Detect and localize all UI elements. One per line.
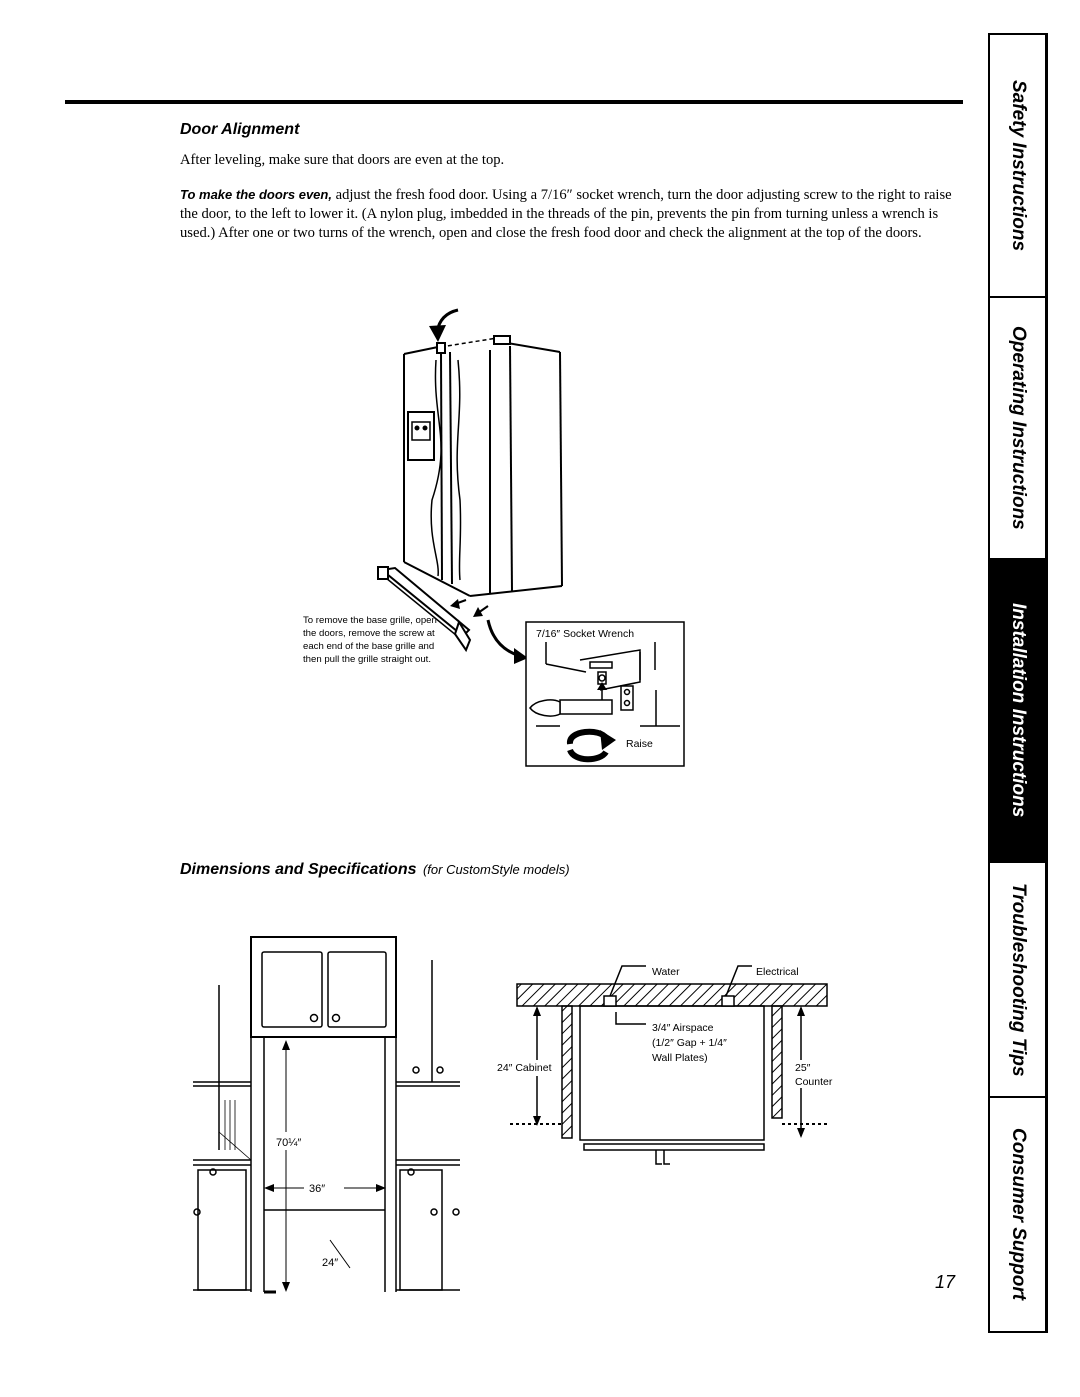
- cabinet-label: 24″ Cabinet: [497, 1062, 552, 1074]
- airspace-top-view-illustration: 24″ Cabinet Water Electrical 3/4″ Airspa…: [496, 965, 835, 1165]
- airspace-label-2: (1/2″ Gap + 1/4″: [652, 1037, 727, 1049]
- tab-operating-instructions[interactable]: Operating Instructions: [990, 298, 1046, 560]
- page-number: 17: [935, 1272, 956, 1292]
- dimensions-subtitle: (for CustomStyle models): [422, 862, 570, 877]
- depth-label: 24″: [322, 1257, 338, 1269]
- counter-label-1: 25″: [795, 1062, 811, 1074]
- tab-troubleshooting-tips[interactable]: Troubleshooting Tips: [990, 863, 1046, 1098]
- dimensions-title: Dimensions and Specifications: [180, 861, 417, 878]
- counter-label-2: Counter Top: [795, 1076, 835, 1088]
- tab-consumer-support[interactable]: Consumer Support: [990, 1098, 1046, 1331]
- instructions-lead: To make the doors even,: [180, 187, 332, 202]
- electrical-label: Electrical: [756, 966, 799, 978]
- cabinet-front-illustration: 70¼″ 36″ 24″: [193, 936, 460, 1294]
- tab-troubleshooting-label: Troubleshooting Tips: [1008, 882, 1029, 1077]
- tab-installation-instructions[interactable]: Installation Instructions: [990, 560, 1046, 863]
- instructions-body: adjust the fresh food door. Using a 7/16…: [180, 187, 952, 241]
- door-alignment-heading: Door Alignment: [180, 121, 300, 138]
- grille-caption: To remove the base grille, open the door…: [303, 615, 437, 665]
- height-label: 70¼″: [276, 1137, 301, 1149]
- raise-label: Raise: [626, 738, 653, 750]
- refrigerator-illustration: 7/16″ Socket Wrench Raise: [377, 308, 685, 767]
- airspace-label-3: Wall Plates): [652, 1052, 708, 1064]
- tab-operating-label: Operating Instructions: [1008, 326, 1029, 530]
- airspace-label-1: 3/4″ Airspace: [652, 1022, 714, 1034]
- instructions-paragraph: To make the doors even, adjust the fresh…: [180, 185, 970, 243]
- intro-paragraph: After leveling, make sure that doors are…: [180, 152, 505, 168]
- top-rule: [65, 100, 963, 104]
- wrench-label: 7/16″ Socket Wrench: [536, 628, 634, 640]
- tab-safety-instructions[interactable]: Safety Instructions: [990, 35, 1046, 298]
- tab-safety-label: Safety Instructions: [1008, 79, 1029, 252]
- water-label: Water: [652, 966, 680, 978]
- dimensions-heading: Dimensions and Specifications (for Custo…: [180, 861, 570, 879]
- tab-installation-label: Installation Instructions: [1008, 603, 1029, 818]
- tab-consumer-label: Consumer Support: [1008, 1128, 1029, 1301]
- side-tabs: Safety Instructions Operating Instructio…: [988, 33, 1048, 1333]
- width-label: 36″: [309, 1183, 325, 1195]
